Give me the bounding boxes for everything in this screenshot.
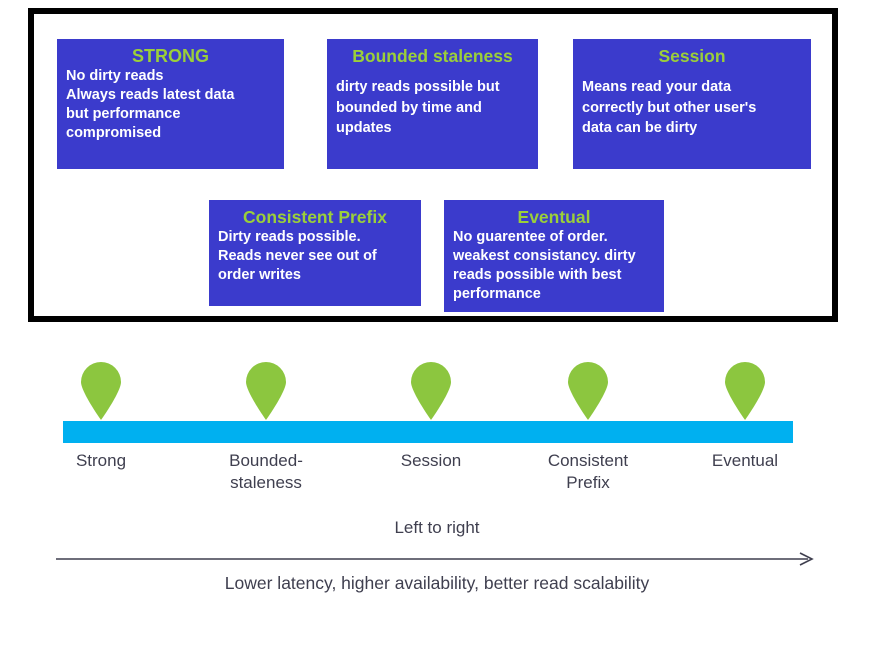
- map-pin-icon-session: [409, 362, 453, 420]
- timeline-label-session: Session: [400, 451, 462, 470]
- concept-box-bounded-staleness: Bounded staleness dirty reads possible b…: [327, 39, 538, 169]
- concept-box-eventual-body: No guarentee of order. weakest consistan…: [453, 229, 636, 302]
- concept-box-consistent-prefix: Consistent Prefix Dirty reads possible. …: [209, 200, 421, 306]
- direction-label: Left to right: [394, 518, 480, 537]
- map-pin-icon-consistent-prefix: [566, 362, 610, 420]
- concept-box-bounded-staleness-body: dirty reads possible but bounded by time…: [336, 79, 500, 136]
- concept-box-session-body: Means read your data correctly but other…: [582, 79, 757, 136]
- concept-box-eventual: Eventual No guarentee of order. weakest …: [444, 200, 664, 312]
- timeline-label-eventual: Eventual: [711, 451, 779, 470]
- concept-box-session: Session Means read your data correctly b…: [573, 39, 811, 169]
- timeline-label-bounded-staleness: Bounded- staleness: [229, 451, 303, 492]
- timeline-label-consistent-prefix: Consistent Prefix: [547, 451, 629, 492]
- timeline-caption: Lower latency, higher availability, bett…: [224, 573, 650, 593]
- concept-box-strong-title: STRONG: [131, 46, 209, 66]
- consistency-timeline: Strong Bounded- staleness Session Consis…: [0, 330, 874, 653]
- concept-box-session-title: Session: [658, 46, 726, 66]
- concept-box-strong: STRONG No dirty reads Always reads lates…: [57, 39, 284, 169]
- map-pin-icon-bounded-staleness: [244, 362, 288, 420]
- concept-box-consistent-prefix-title: Consistent Prefix: [243, 207, 387, 227]
- consistency-levels-panel: STRONG No dirty reads Always reads lates…: [28, 8, 838, 322]
- concept-box-eventual-title: Eventual: [517, 207, 591, 227]
- timeline-label-strong: Strong: [75, 451, 127, 470]
- concept-box-consistent-prefix-body: Dirty reads possible. Reads never see ou…: [218, 229, 377, 283]
- timeline-bar: [63, 421, 793, 443]
- direction-arrow-icon: [56, 552, 816, 566]
- map-pin-icon-strong: [79, 362, 123, 420]
- map-pin-icon-eventual: [723, 362, 767, 420]
- concept-box-strong-body: No dirty reads Always reads latest data …: [66, 68, 235, 141]
- concept-box-bounded-staleness-title: Bounded staleness: [352, 46, 513, 66]
